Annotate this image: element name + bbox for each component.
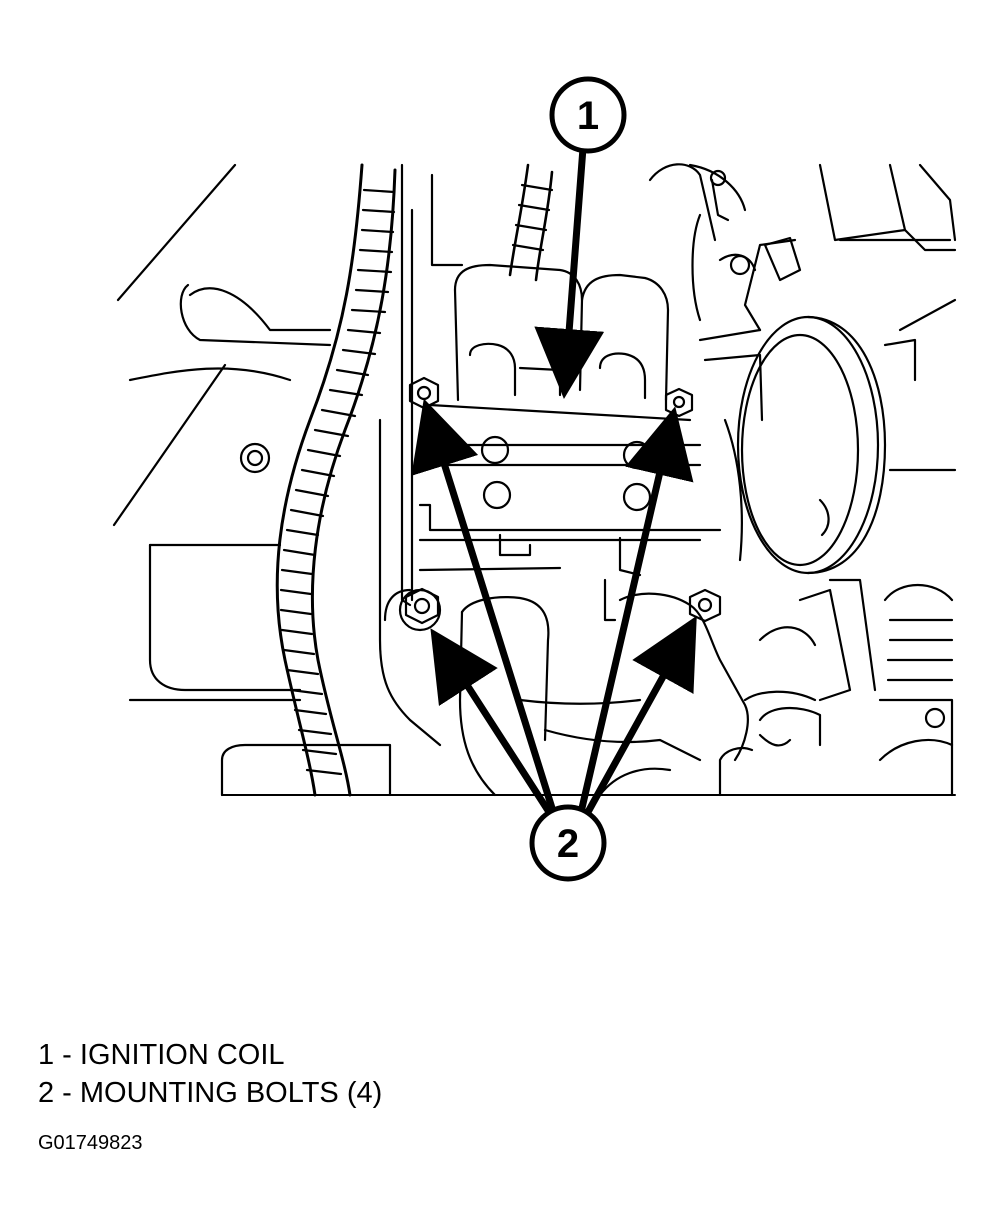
leader-bolt-lower-right	[584, 615, 697, 816]
leader-coil	[534, 144, 605, 399]
leader-bolt-upper-right	[578, 406, 694, 812]
left-bolt-icon	[239, 442, 271, 474]
leader-bolt-upper-left	[411, 398, 556, 812]
mounting-bolt-lower-right	[688, 588, 722, 623]
throttle-body-icon	[736, 238, 887, 575]
legend-item-mounting-bolts: 2 - MOUNTING BOLTS (4)	[38, 1077, 383, 1109]
mounting-bolt-upper-left	[408, 376, 440, 410]
mounting-bolt-lower-left	[398, 587, 442, 632]
mounting-bolt-upper-right	[664, 387, 694, 418]
legend: 1 - IGNITION COIL 2 - MOUNTING BOLTS (4)	[38, 1036, 382, 1112]
svg-text:2: 2	[557, 822, 579, 866]
legend-item-ignition-coil: 1 - IGNITION COIL	[38, 1039, 285, 1071]
engine-line-art	[112, 163, 957, 797]
wiring-harness-icon	[275, 163, 397, 797]
figure-id: G01749823	[38, 1132, 143, 1154]
callout-1: 1	[549, 76, 627, 154]
leader-bolt-lower-left	[430, 628, 553, 816]
svg-text:1: 1	[577, 94, 599, 138]
callout-leaders	[411, 144, 697, 816]
callout-2: 2	[529, 804, 607, 882]
